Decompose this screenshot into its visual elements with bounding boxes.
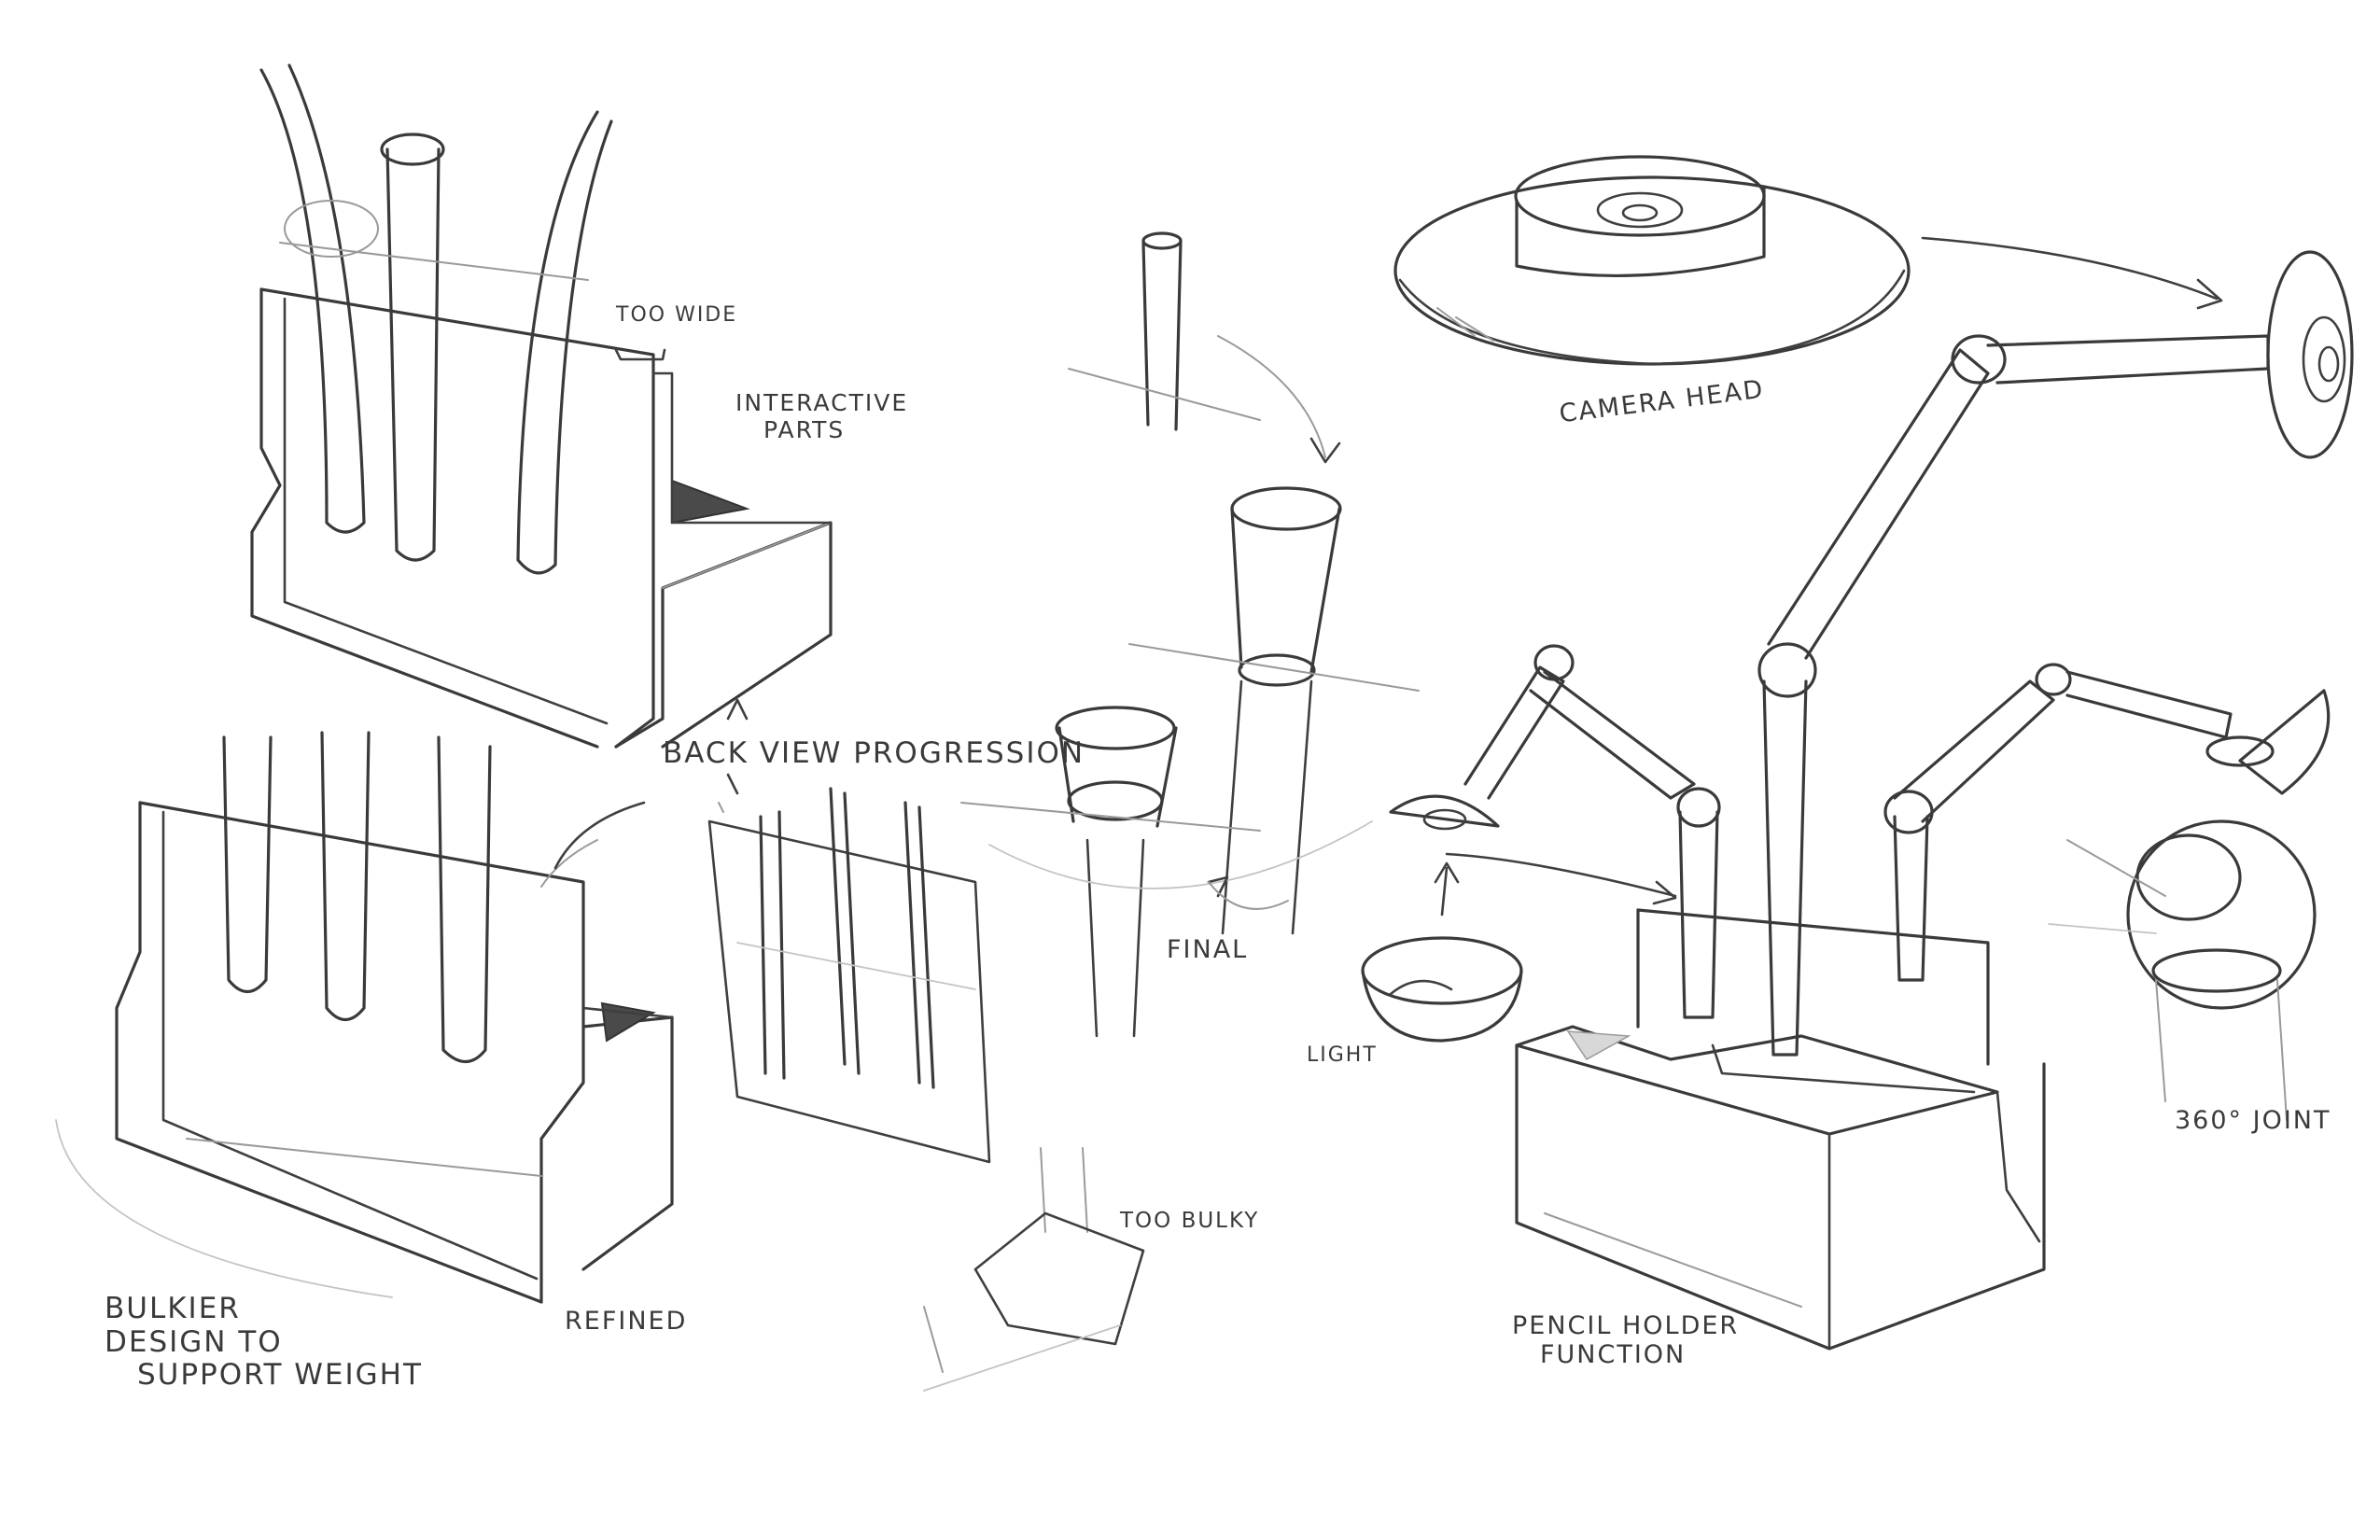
label-bulkier-design-line2: DESIGN TO xyxy=(105,1324,283,1359)
sketch-wide-holder-with-curved-rods xyxy=(250,63,833,749)
label-too-wide: TOO WIDE xyxy=(616,303,738,327)
sketch-pencil-holder-lamp xyxy=(1389,250,2354,1351)
sketch-tube-joint-progression xyxy=(960,231,1420,1038)
label-back-view-progression: BACK VIEW PROGRESSION xyxy=(663,736,1085,770)
label-bulkier-design-line1: BULKIER xyxy=(105,1292,241,1325)
arrow-back-view xyxy=(726,698,749,721)
label-light: LIGHT xyxy=(1307,1043,1378,1067)
label-bulkier-design: BULKIER DESIGN TO SUPPORT WEIGHT xyxy=(105,1292,423,1393)
label-interactive-parts-line1: INTERACTIVE xyxy=(735,389,909,416)
label-interactive-parts: INTERACTIVE PARTS xyxy=(735,389,909,444)
sketch-camera-head xyxy=(1393,155,2223,366)
label-pencil-holder-function-line2: FUNCTION xyxy=(1540,1340,1687,1370)
label-360-joint: 360° JOINT xyxy=(2175,1106,2331,1135)
label-bulkier-design-line3: SUPPORT WEIGHT xyxy=(137,1358,423,1393)
sketch-refined-bulky-holder xyxy=(55,731,674,1304)
sketch-360-joint xyxy=(2048,689,2331,1121)
sketch-back-view-panel xyxy=(707,787,991,1164)
label-final: FINAL xyxy=(1167,935,1249,964)
label-pencil-holder-function: PENCIL HOLDER FUNCTION xyxy=(1512,1311,1739,1369)
label-interactive-parts-line2: PARTS xyxy=(763,415,846,443)
sketch-light-bowl xyxy=(1361,861,1523,1043)
label-pencil-holder-function-line1: PENCIL HOLDER xyxy=(1512,1311,1740,1340)
label-refined: REFINED xyxy=(565,1307,688,1336)
label-too-bulky: TOO BULKY xyxy=(1120,1209,1260,1233)
sketch-too-bulky-joint xyxy=(923,1147,1145,1392)
arrow-back-view-right xyxy=(726,773,739,795)
arrow-back-view-left xyxy=(553,801,646,870)
